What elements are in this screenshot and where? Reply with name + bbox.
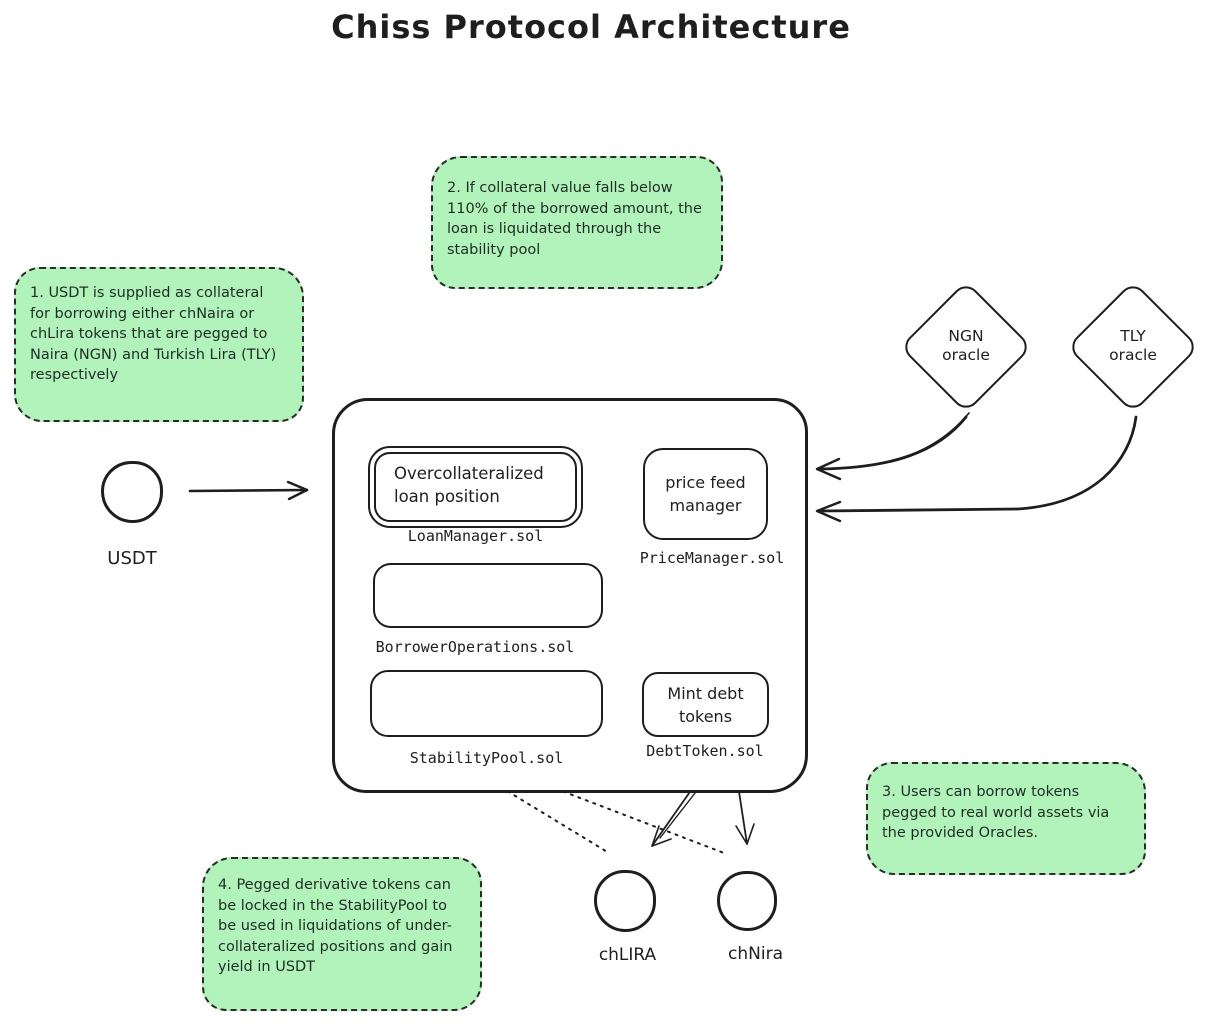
borrower-operations-box: [373, 563, 603, 628]
chlira-label: chLIRA: [598, 945, 657, 965]
chnira-token-circle: [717, 871, 777, 931]
tly-oracle-to-protocol-arrow: [815, 415, 1138, 523]
diagram-title: Chiss Protocol Architecture: [331, 8, 851, 46]
note-4-stabilitypool-yield: 4. Pegged derivative tokens can be locke…: [202, 857, 482, 1011]
debt-token-box: Mint debt tokens: [642, 672, 769, 737]
price-manager-box: price feed manager: [643, 448, 768, 540]
note-1-collateral: 1. USDT is supplied as collateral for bo…: [14, 267, 304, 422]
loan-manager-box: Overcollateralized loan position: [368, 446, 583, 528]
stabilitypool-to-chnira-dotted-line: [540, 782, 725, 854]
stability-pool-file-label: StabilityPool.sol: [409, 749, 564, 767]
stabilitypool-to-chlira-dotted-line: [493, 782, 610, 854]
usdt-to-protocol-arrow: [188, 480, 309, 501]
ngn-oracle-to-protocol-arrow: [815, 412, 970, 481]
ngn-oracle-label: NGN oracle: [942, 327, 990, 364]
stability-pool-box: [370, 670, 603, 737]
chnira-label: chNira: [728, 944, 783, 964]
debt-token-file-label: DebtToken.sol: [646, 742, 764, 760]
note-3-borrow-oracles: 3. Users can borrow tokens pegged to rea…: [866, 762, 1146, 875]
chlira-token-circle: [594, 870, 656, 932]
usdt-label: USDT: [107, 548, 157, 569]
loan-manager-file-label: LoanManager.sol: [407, 527, 544, 545]
borrower-operations-file-label: BorrowerOperations.sol: [375, 638, 575, 656]
usdt-token-circle: [101, 461, 163, 523]
tly-oracle-label: TLY oracle: [1109, 327, 1157, 364]
note-2-liquidation: 2. If collateral value falls below 110% …: [431, 156, 723, 289]
price-manager-file-label: PriceManager.sol: [639, 549, 785, 567]
